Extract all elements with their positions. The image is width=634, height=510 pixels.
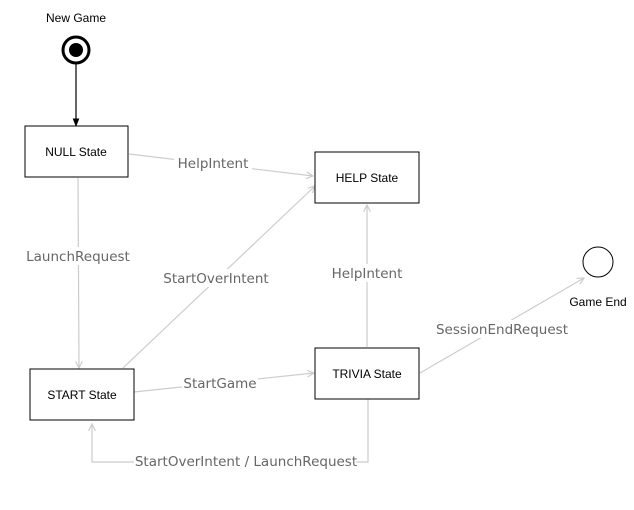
state-start-label: START State bbox=[47, 388, 117, 402]
label-trivia-to-help: HelpIntent bbox=[332, 266, 403, 282]
state-null-label: NULL State bbox=[45, 145, 107, 159]
initial-node-caption: New Game bbox=[46, 11, 106, 25]
state-trivia: TRIVIA State bbox=[314, 347, 420, 400]
edge-null-to-start bbox=[78, 177, 79, 368]
final-node-caption: Game End bbox=[569, 295, 626, 309]
label-start-to-trivia: StartGame bbox=[183, 376, 256, 392]
label-null-to-start: LaunchRequest bbox=[26, 249, 130, 265]
final-node bbox=[582, 246, 614, 278]
label-trivia-to-start: StartOverIntent / LaunchRequest bbox=[135, 454, 357, 470]
label-null-to-help: HelpIntent bbox=[178, 156, 249, 172]
label-start-to-help: StartOverIntent bbox=[163, 271, 268, 287]
state-null: NULL State bbox=[24, 125, 129, 178]
initial-node bbox=[61, 35, 91, 65]
state-help-label: HELP State bbox=[336, 171, 399, 185]
state-help: HELP State bbox=[314, 151, 420, 204]
state-trivia-label: TRIVIA State bbox=[332, 367, 402, 381]
label-trivia-to-end: SessionEndRequest bbox=[436, 322, 568, 338]
state-start: START State bbox=[29, 368, 135, 421]
